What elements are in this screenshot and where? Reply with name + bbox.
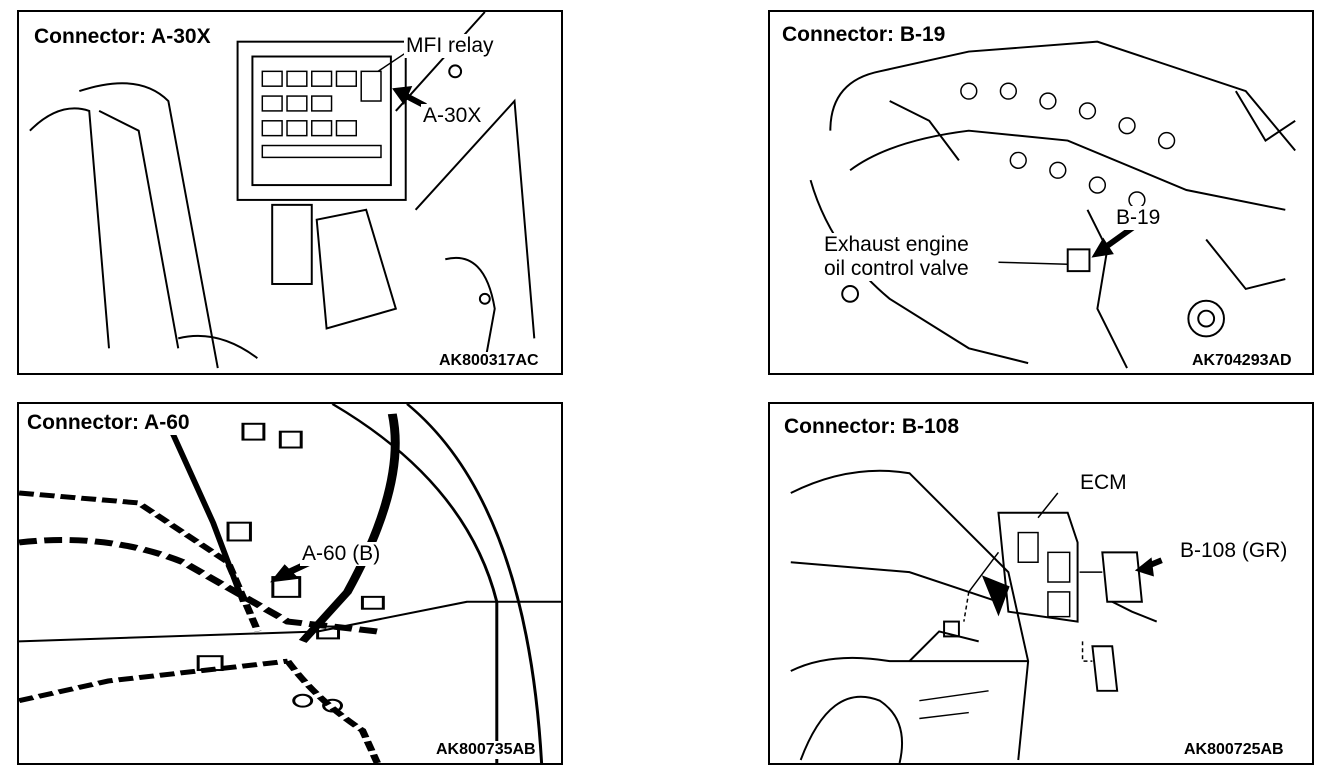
panel-connector-a60: Connector: A-60 A-60 (B) AK800735AB	[17, 402, 563, 765]
label-connector-a30x: A-30X	[421, 104, 484, 128]
panel-connector-b19: Connector: B-19 B-19 Exhaust engine oil …	[768, 10, 1314, 375]
panel-title: Connector: B-19	[780, 23, 948, 47]
figure-code: AK800735AB	[434, 741, 538, 759]
panel-connector-a30x: Connector: A-30X MFI relay A-30X AK80031…	[17, 10, 563, 375]
label-ecm: ECM	[1078, 471, 1129, 495]
vehicle-ecm-illustration	[790, 469, 1163, 763]
wiring-harness-illustration	[19, 404, 561, 763]
label-exhaust-engine: Exhaust engine	[822, 233, 971, 257]
engine-bay-fuse-box-illustration	[29, 12, 536, 369]
figure-code: AK704293AD	[1190, 352, 1294, 370]
engine-head-illustration	[809, 40, 1296, 369]
label-connector-b19: B-19	[1114, 206, 1163, 230]
panel-title: Connector: B-108	[782, 415, 962, 439]
panel-connector-b108: Connector: B-108 ECM B-108 (GR) AK800725…	[768, 402, 1314, 765]
label-connector-a60-b: A-60 (B)	[300, 542, 383, 566]
label-connector-b108-gr: B-108 (GR)	[1178, 539, 1290, 563]
figure-code: AK800317AC	[437, 352, 541, 370]
figure-code: AK800725AB	[1182, 741, 1286, 759]
label-mfi-relay: MFI relay	[404, 34, 496, 58]
panel-title: Connector: A-60	[25, 411, 192, 435]
panel-title: Connector: A-30X	[32, 25, 213, 49]
label-oil-control-valve: oil control valve	[822, 257, 971, 281]
